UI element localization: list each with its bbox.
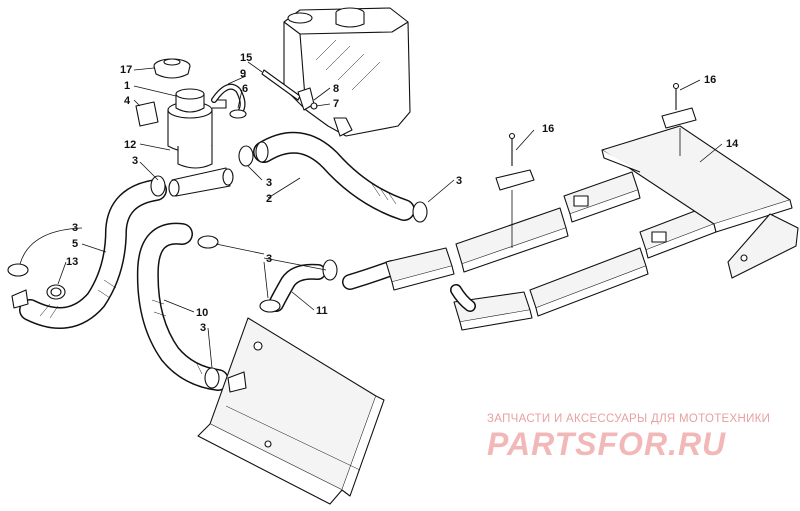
hose-clamp: [238, 145, 254, 167]
hose-clamp: [7, 263, 29, 309]
callout-8: 8: [333, 83, 339, 95]
coolant-reservoir-tank: [283, 7, 411, 137]
callout-16: 16: [542, 123, 554, 135]
watermark-subtitle: ЗАПЧАСТИ И АКСЕССУАРЫ ДЛЯ МОТОТЕХНИКИ: [487, 413, 771, 425]
callout-6: 6: [242, 83, 248, 95]
callout-7: 7: [333, 98, 339, 110]
callout-3: 3: [266, 253, 272, 265]
radiator-panel: [197, 317, 385, 505]
hose-clamp: [412, 201, 428, 223]
hose-clamp: [150, 175, 166, 197]
callout-16: 16: [704, 74, 716, 86]
hose-clamp-small: [229, 109, 247, 119]
callout-4: 4: [124, 95, 131, 107]
callout-3: 3: [266, 177, 272, 189]
callout-10: 10: [196, 307, 208, 319]
watermark-logo: PARTSFOR.RU: [487, 426, 727, 462]
filler-neck-housing: [167, 88, 227, 169]
callout-5: 5: [72, 238, 78, 250]
callout-1: 1: [124, 80, 130, 92]
callout-9: 9: [240, 68, 246, 80]
tunnel-cover-plate: [601, 125, 799, 279]
callout-13: 13: [66, 256, 78, 268]
callout-14: 14: [726, 138, 739, 150]
hose-clamp: [259, 299, 281, 313]
callout-11: 11: [316, 305, 328, 317]
hose-clamp: [322, 259, 338, 281]
heat-exchanger-rear-left: [453, 247, 649, 331]
tee-fitting: [168, 167, 234, 197]
callout-3: 3: [456, 175, 462, 187]
heat-exchanger-front-right: [563, 171, 641, 223]
callout-15: 15: [240, 52, 252, 64]
hose-clamp: [197, 235, 219, 249]
callout-3: 3: [72, 222, 78, 234]
temperature-sensor-left: [495, 132, 535, 248]
radiator-cap: [153, 58, 191, 79]
bracket: [297, 87, 318, 111]
heat-exchanger-front-left: [385, 207, 569, 291]
callout-17: 17: [120, 64, 132, 76]
decal-label: [135, 101, 159, 127]
hose-clamp-13: [46, 284, 66, 300]
callout-2: 2: [266, 193, 272, 205]
heat-exchanger-rear-right: [639, 205, 717, 259]
callout-3: 3: [132, 155, 138, 167]
callout-12: 12: [124, 139, 136, 151]
temperature-sensor-right: [661, 82, 697, 156]
hose-clamp: [204, 367, 220, 389]
callout-3: 3: [200, 322, 206, 334]
